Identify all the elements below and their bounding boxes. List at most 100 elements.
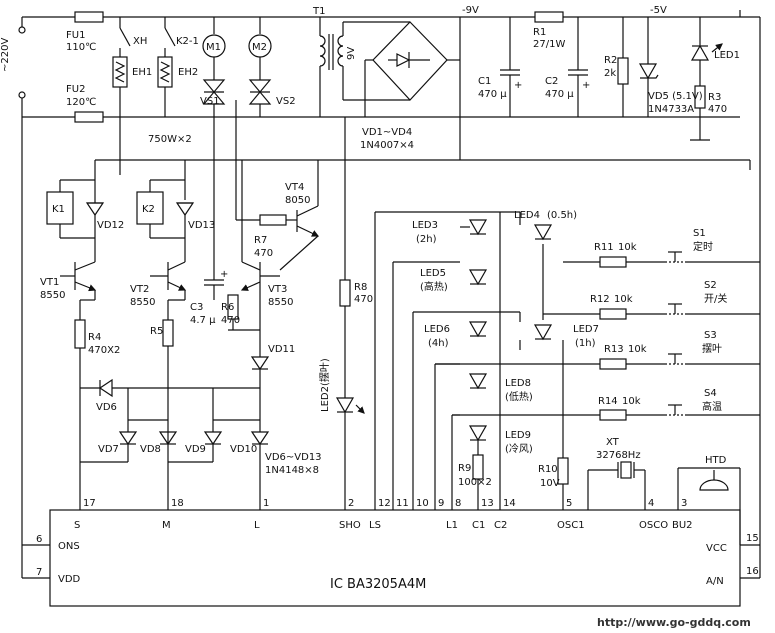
ic-pin-name: C1 <box>472 520 485 531</box>
ic-pin-number: 7 <box>36 567 42 578</box>
svg-text:LED7: LED7 <box>573 324 599 335</box>
ic-pin-number: 2 <box>348 498 354 509</box>
led-led2: LED2(摆叶) <box>318 358 365 510</box>
watermark: http://www.go-gddq.com <box>597 616 751 629</box>
svg-text:2k: 2k <box>604 68 616 79</box>
svg-text:T1: T1 <box>312 6 325 17</box>
bridge-rectifier: VD1~VD4 1N4007×4 <box>360 21 460 151</box>
triac-vs1: VS1 <box>200 79 226 117</box>
transistor-vt1: VT1 8550 <box>40 261 97 301</box>
svg-text:-5V: -5V <box>650 5 667 16</box>
svg-text:R9: R9 <box>458 463 471 474</box>
ic-pin-number: 3 <box>681 498 687 509</box>
svg-text:(0.5h): (0.5h) <box>547 210 577 221</box>
svg-text:VS2: VS2 <box>276 96 296 107</box>
motor-m1: M1 <box>202 17 226 80</box>
svg-text:(冷风): (冷风) <box>505 442 533 455</box>
ic-pin-number: 11 <box>396 498 409 509</box>
svg-text:LED3: LED3 <box>412 220 438 231</box>
diode-vd6: VD6 <box>80 378 260 413</box>
capacitor-c2: + C2 470 μ <box>545 17 590 117</box>
resistor-r7: R7 470 <box>235 100 297 259</box>
switch-row-s3: R13 10k S3 摆叶 <box>435 330 760 370</box>
svg-text:R14: R14 <box>598 396 618 407</box>
transformer-t1: T1 9V <box>312 6 410 117</box>
svg-text:C2: C2 <box>545 76 558 87</box>
switch-row-s2: R12 10k S2 开/关 <box>543 280 760 320</box>
svg-text:S4: S4 <box>704 388 717 399</box>
svg-text:(2h): (2h) <box>416 234 437 245</box>
svg-text:1N4733A: 1N4733A <box>648 104 694 115</box>
ic-pin-name: LS <box>369 520 381 531</box>
svg-text:K2: K2 <box>142 204 155 215</box>
svg-text:R8: R8 <box>354 282 367 293</box>
svg-text:+: + <box>514 80 522 91</box>
svg-text:9V: 9V <box>346 47 357 60</box>
led-led3: LED3 (2h) <box>412 219 488 245</box>
svg-text:470: 470 <box>221 315 240 326</box>
svg-text:32768Hz: 32768Hz <box>596 450 641 461</box>
led-led8: LED8 (低热) <box>468 373 533 403</box>
ic-pin-number: 6 <box>36 534 42 545</box>
led-led9: LED9 (冷风) <box>468 425 533 455</box>
svg-text:LED6: LED6 <box>424 324 450 335</box>
ic-pin-name: VDD <box>58 574 81 585</box>
svg-text:R10: R10 <box>538 464 558 475</box>
svg-text:摆叶: 摆叶 <box>702 342 722 355</box>
capacitor-c3: + C3 4.7 μ <box>190 117 228 326</box>
ic-pin-number: 16 <box>746 566 759 577</box>
svg-text:VT1: VT1 <box>40 277 59 288</box>
ic-pin-number: 13 <box>481 498 494 509</box>
ic-pin-name: L <box>254 520 260 531</box>
resistor-r5: R5 <box>150 299 185 510</box>
ic-pin-number: 14 <box>503 498 516 509</box>
svg-text:R6: R6 <box>221 302 234 313</box>
svg-text:VD7: VD7 <box>98 444 119 455</box>
svg-text:XH: XH <box>133 36 147 47</box>
svg-text:1N4007×4: 1N4007×4 <box>360 140 414 151</box>
switch-row-s4: R14 10k S4 高温 <box>452 388 760 421</box>
svg-text:110℃: 110℃ <box>66 42 96 53</box>
ic-pin-name: BU2 <box>672 520 693 531</box>
ic-pin-name: M <box>162 520 171 531</box>
svg-text:VD11: VD11 <box>268 344 295 355</box>
led-led5: LED5 (高热) <box>420 268 488 293</box>
svg-text:R12: R12 <box>590 294 610 305</box>
resistor-r2: R2 2k <box>604 17 629 117</box>
resistor-r1 <box>534 11 564 23</box>
svg-text:XT: XT <box>606 437 620 448</box>
svg-text:10V: 10V <box>540 478 560 489</box>
ic-pin-name: SHO <box>339 520 361 531</box>
led-led7: LED7 (1h) <box>533 324 599 349</box>
resistor-r10: R10 10V <box>538 340 569 510</box>
ic-pin-number: 9 <box>438 498 444 509</box>
led-led1: LED1 <box>690 17 740 86</box>
svg-text:10k: 10k <box>618 242 637 253</box>
switch-xh <box>119 27 131 47</box>
diode-vd8: VD8 <box>128 419 178 455</box>
svg-text:750W×2: 750W×2 <box>148 134 192 145</box>
triac-vs2: VS2 <box>248 79 296 117</box>
ic-pin-name: OSCO <box>639 520 668 531</box>
ic-pin-number: 5 <box>566 498 572 509</box>
led-led6: LED6 (4h) <box>424 321 488 349</box>
ic-pin-number: 8 <box>455 498 461 509</box>
ic-pin-name: ONS <box>58 541 80 552</box>
svg-text:R13: R13 <box>604 344 624 355</box>
svg-text:VD12: VD12 <box>97 220 124 231</box>
svg-text:IC BA3205A4M: IC BA3205A4M <box>330 577 426 592</box>
svg-text:10k: 10k <box>622 396 641 407</box>
svg-text:R11: R11 <box>594 242 614 253</box>
svg-text:M1: M1 <box>206 42 221 53</box>
svg-text:R3: R3 <box>708 92 721 103</box>
resistor-r6: R6 470 <box>221 294 240 326</box>
ic-pin-number: 15 <box>746 533 759 544</box>
svg-text:R2: R2 <box>604 55 617 66</box>
ic-pin-number: 17 <box>83 498 96 509</box>
ic-pin-number: 12 <box>378 498 391 509</box>
fuse-fu1 <box>74 11 104 23</box>
svg-text:EH2: EH2 <box>178 67 198 78</box>
svg-text:S1: S1 <box>693 228 706 239</box>
resistor-r3: R3 470 <box>690 85 727 141</box>
